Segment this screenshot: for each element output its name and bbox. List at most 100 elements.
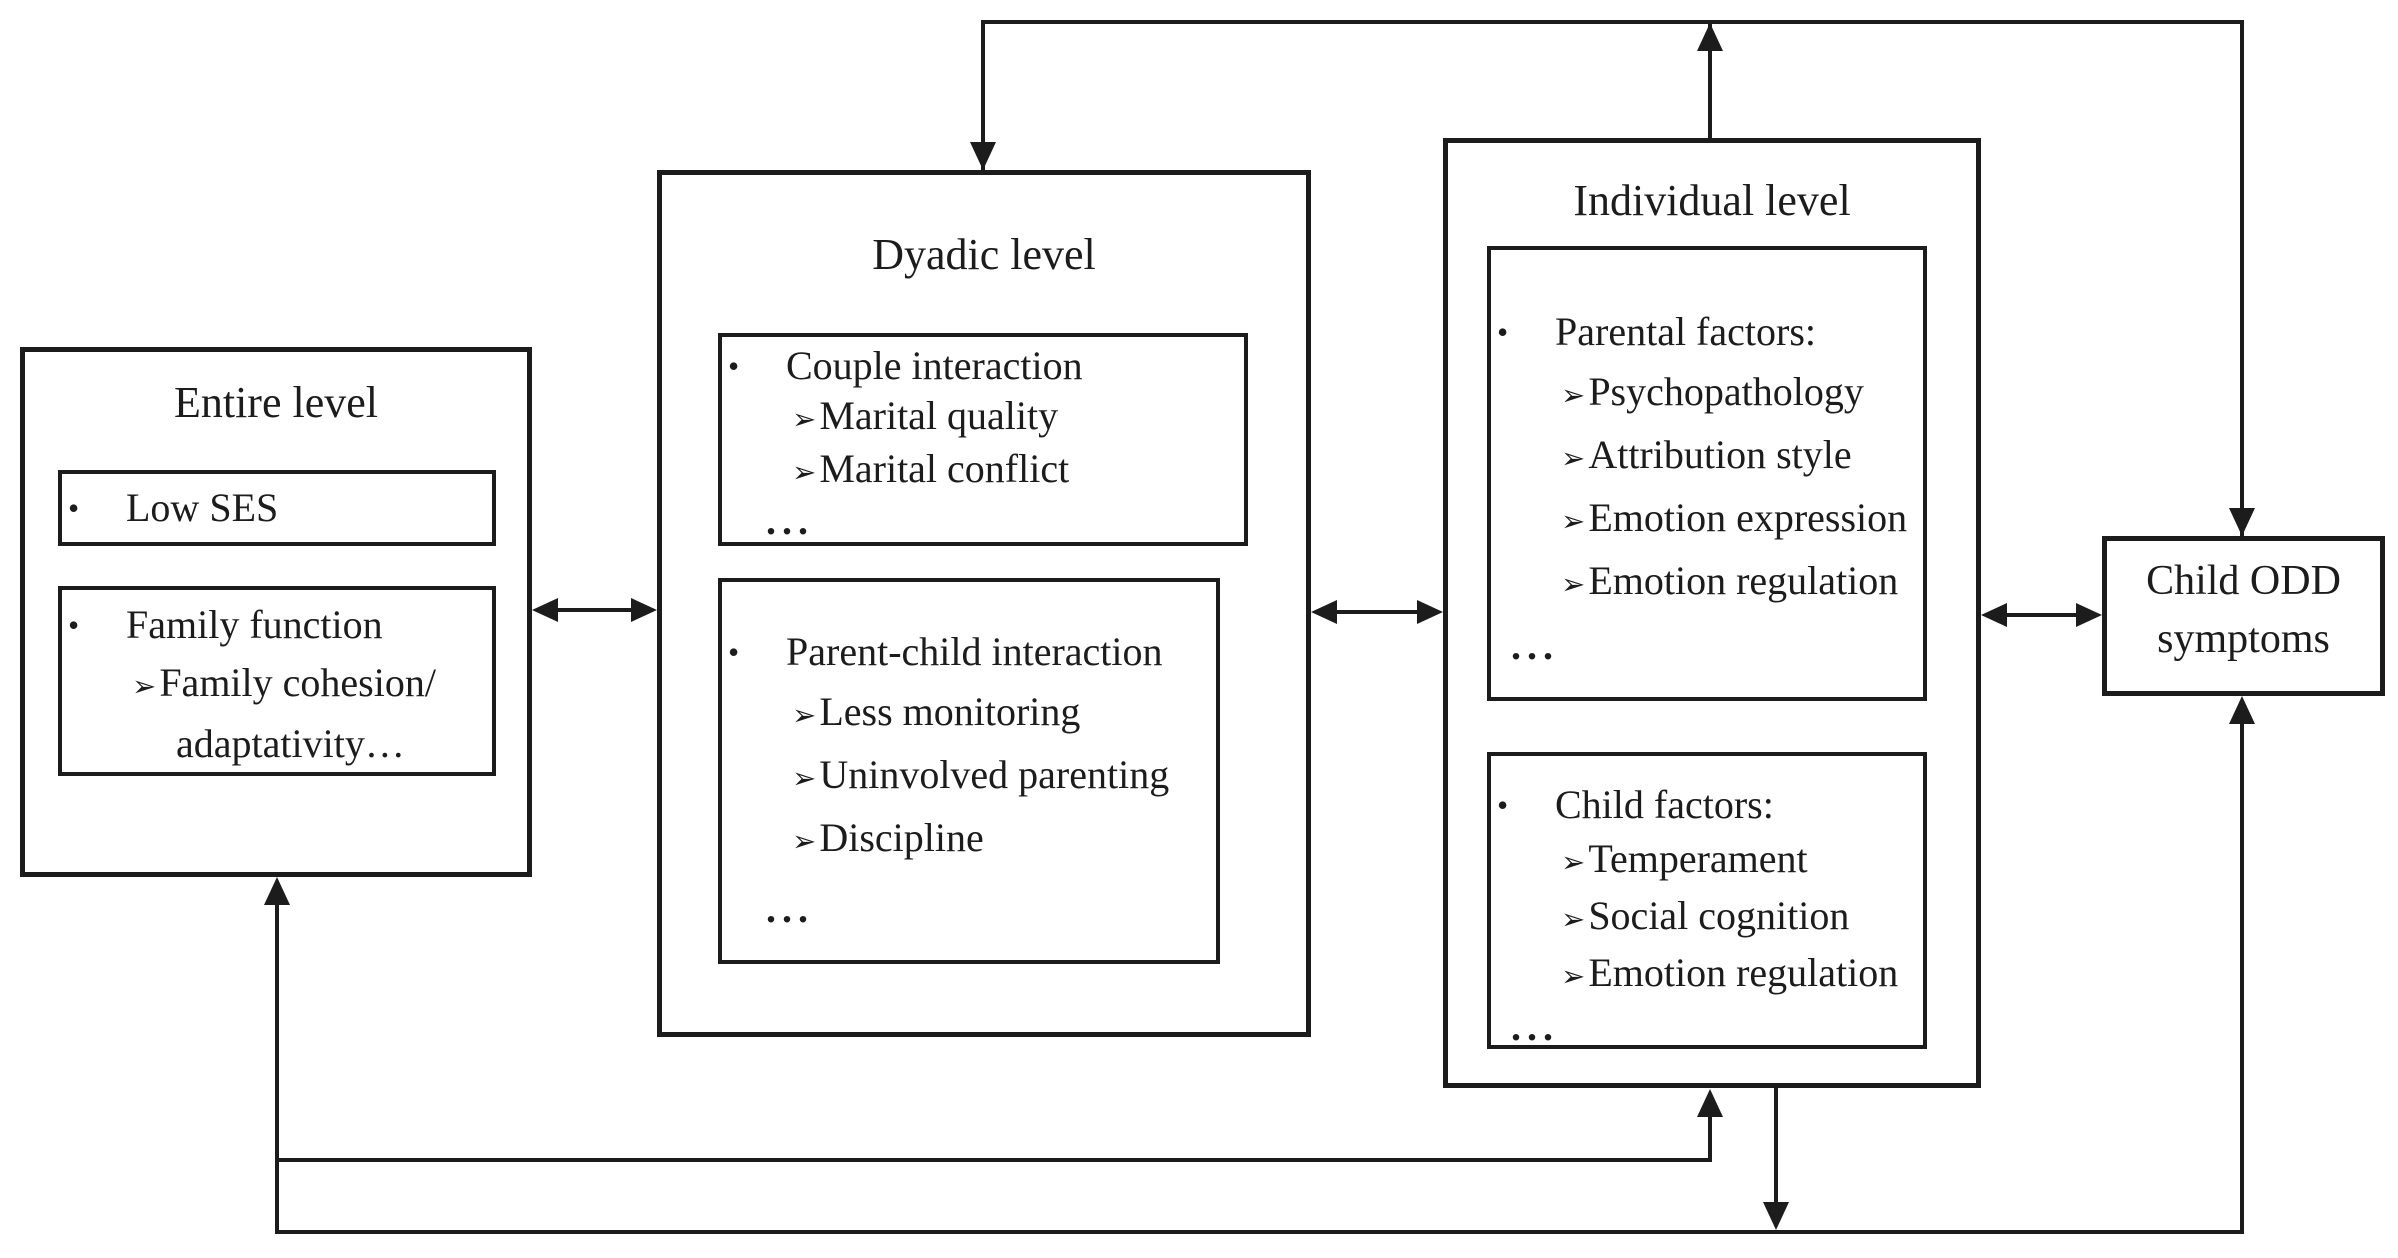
- item-arrow-icon: ➢: [792, 761, 817, 795]
- arrow-down-into-line-b-icon: [1763, 1202, 1789, 1230]
- bottom-line-to-individual: [1708, 1112, 1712, 1158]
- bidirectional-line-dyadic-individual: [1319, 610, 1437, 614]
- attribution-style-label: Attribution style: [1588, 432, 1852, 477]
- child-factors-row: • Child factors:: [1491, 778, 1923, 832]
- item-arrow-icon: ➢: [1561, 441, 1586, 475]
- emotion-expression-row: ➢Emotion expression: [1491, 488, 1923, 551]
- bullet-icon: •: [1497, 314, 1509, 350]
- arrow-right-into-dyadic-icon: [631, 598, 657, 622]
- individual-level-title: Individual level: [1573, 176, 1851, 225]
- arrow-up-from-individual-icon: [1697, 23, 1723, 51]
- parent-child-interaction-label: Parent-child interaction: [786, 629, 1163, 674]
- emotion-regulation-label: Emotion regulation: [1588, 950, 1899, 995]
- marital-quality-row: ➢Marital quality: [722, 391, 1244, 444]
- item-arrow-icon: ➢: [792, 455, 817, 489]
- item-arrow-icon: ➢: [1561, 902, 1586, 936]
- bottom-feedback-line-a: [275, 1158, 1712, 1162]
- discipline-row: ➢Discipline: [722, 808, 1216, 871]
- bidirectional-line-individual-odd: [1989, 613, 2096, 617]
- bottom-feedback-line-b: [275, 1230, 2244, 1234]
- arrow-up-into-entire-icon: [264, 877, 290, 905]
- line-from-individual-top: [1708, 24, 1712, 138]
- couple-interaction-row: • Couple interaction: [722, 341, 1244, 391]
- temperament-label: Temperament: [1588, 836, 1808, 881]
- ellipsis-label: ...: [766, 886, 814, 931]
- family-cohesion-label: Family cohesion/: [159, 660, 436, 705]
- item-arrow-icon: ➢: [792, 402, 817, 436]
- marital-quality-label: Marital quality: [819, 393, 1059, 438]
- arrow-right-into-odd-icon: [2076, 603, 2102, 627]
- item-arrow-icon: ➢: [1561, 959, 1586, 993]
- parent-child-interaction-row: • Parent-child interaction: [722, 622, 1216, 682]
- bottom-line-to-odd: [2240, 718, 2244, 1230]
- parental-factors-row: • Parental factors:: [1491, 302, 1923, 362]
- arrow-right-into-individual-icon: [1417, 600, 1443, 624]
- couple-interaction-label: Couple interaction: [786, 343, 1083, 388]
- child-factors-box: •Child factors: ➢Temperament ➢Social cog…: [1487, 752, 1927, 1049]
- low-ses-label: Low SES: [126, 485, 279, 530]
- top-line-to-dyadic: [981, 20, 985, 170]
- bullet-icon: •: [1497, 787, 1509, 823]
- child-odd-line1: Child ODD: [2146, 558, 2341, 604]
- ellipsis-label: ...: [766, 498, 814, 543]
- discipline-label: Discipline: [819, 815, 984, 860]
- dyadic-level-title: Dyadic level: [872, 230, 1096, 279]
- family-function-row: • Family function: [62, 596, 492, 654]
- arrow-down-into-dyadic-icon: [970, 142, 996, 170]
- arrow-up-into-odd-icon: [2229, 696, 2255, 724]
- item-arrow-icon: ➢: [1561, 845, 1586, 879]
- social-cognition-row: ➢Social cognition: [1491, 889, 1923, 946]
- line-from-individual-bottom: [1774, 1088, 1778, 1204]
- couple-interaction-box: • Couple interaction ➢Marital quality ➢Ma…: [718, 333, 1248, 546]
- adaptativity-label: adaptativity…: [176, 721, 405, 766]
- parental-factors-box: •Parental factors: ➢Psychopathology ➢Att…: [1487, 246, 1927, 701]
- social-cognition-label: Social cognition: [1588, 893, 1850, 938]
- less-monitoring-label: Less monitoring: [819, 689, 1081, 734]
- temperament-row: ➢Temperament: [1491, 832, 1923, 889]
- bottom-line-to-entire: [275, 900, 279, 1232]
- ellipsis-label: ...: [1511, 623, 1559, 668]
- item-arrow-icon: ➢: [792, 824, 817, 858]
- entire-level-title: Entire level: [173, 378, 378, 427]
- psychopathology-row: ➢Psychopathology: [1491, 362, 1923, 425]
- adaptativity-row: adaptativity…: [62, 715, 492, 773]
- family-cohesion-row: ➢Family cohesion/: [62, 654, 492, 715]
- bullet-icon: •: [728, 348, 740, 384]
- arrow-up-into-individual-icon: [1697, 1089, 1723, 1117]
- child-odd-symptoms-label: Child ODD symptoms: [2102, 552, 2385, 668]
- emotion-expression-label: Emotion expression: [1588, 495, 1908, 540]
- item-arrow-icon: ➢: [132, 669, 157, 703]
- parent-child-interaction-box: •Parent-child interaction ➢Less monitori…: [718, 578, 1220, 964]
- ellipsis-label: ...: [1511, 1004, 1559, 1049]
- bullet-icon: •: [68, 490, 80, 526]
- bullet-icon: •: [68, 607, 80, 643]
- emotion-regulation-row: ➢Emotion regulation: [1491, 946, 1923, 1003]
- item-arrow-icon: ➢: [1561, 567, 1586, 601]
- psychopathology-label: Psychopathology: [1588, 369, 1864, 414]
- item-arrow-icon: ➢: [1561, 378, 1586, 412]
- marital-conflict-row: ➢Marital conflict: [722, 444, 1244, 497]
- low-ses-row: • Low SES: [62, 478, 492, 538]
- item-arrow-icon: ➢: [1561, 504, 1586, 538]
- uninvolved-parenting-row: ➢Uninvolved parenting: [722, 745, 1216, 808]
- arrow-down-into-odd-icon: [2229, 508, 2255, 536]
- arrow-left-into-dyadic-icon: [1311, 600, 1337, 624]
- top-line-to-odd: [2240, 20, 2244, 536]
- attribution-style-row: ➢Attribution style: [1491, 425, 1923, 488]
- low-ses-box: • Low SES: [58, 470, 496, 546]
- emotion-regulation-row: ➢Emotion regulation: [1491, 551, 1923, 614]
- item-arrow-icon: ➢: [792, 698, 817, 732]
- child-factors-label: Child factors:: [1555, 782, 1774, 827]
- child-odd-line2: symptoms: [2157, 616, 2330, 662]
- top-feedback-line: [981, 20, 2243, 24]
- arrow-left-into-entire-icon: [532, 598, 558, 622]
- family-function-box: • Family function ➢Family cohesion/ adapt…: [58, 586, 496, 776]
- bidirectional-line-entire-dyadic: [540, 608, 652, 612]
- bullet-icon: •: [728, 634, 740, 670]
- family-function-label: Family function: [126, 602, 383, 647]
- emotion-regulation-label: Emotion regulation: [1588, 558, 1899, 603]
- arrow-left-into-individual-icon: [1981, 603, 2007, 627]
- uninvolved-parenting-label: Uninvolved parenting: [819, 752, 1170, 797]
- parental-factors-label: Parental factors:: [1555, 309, 1816, 354]
